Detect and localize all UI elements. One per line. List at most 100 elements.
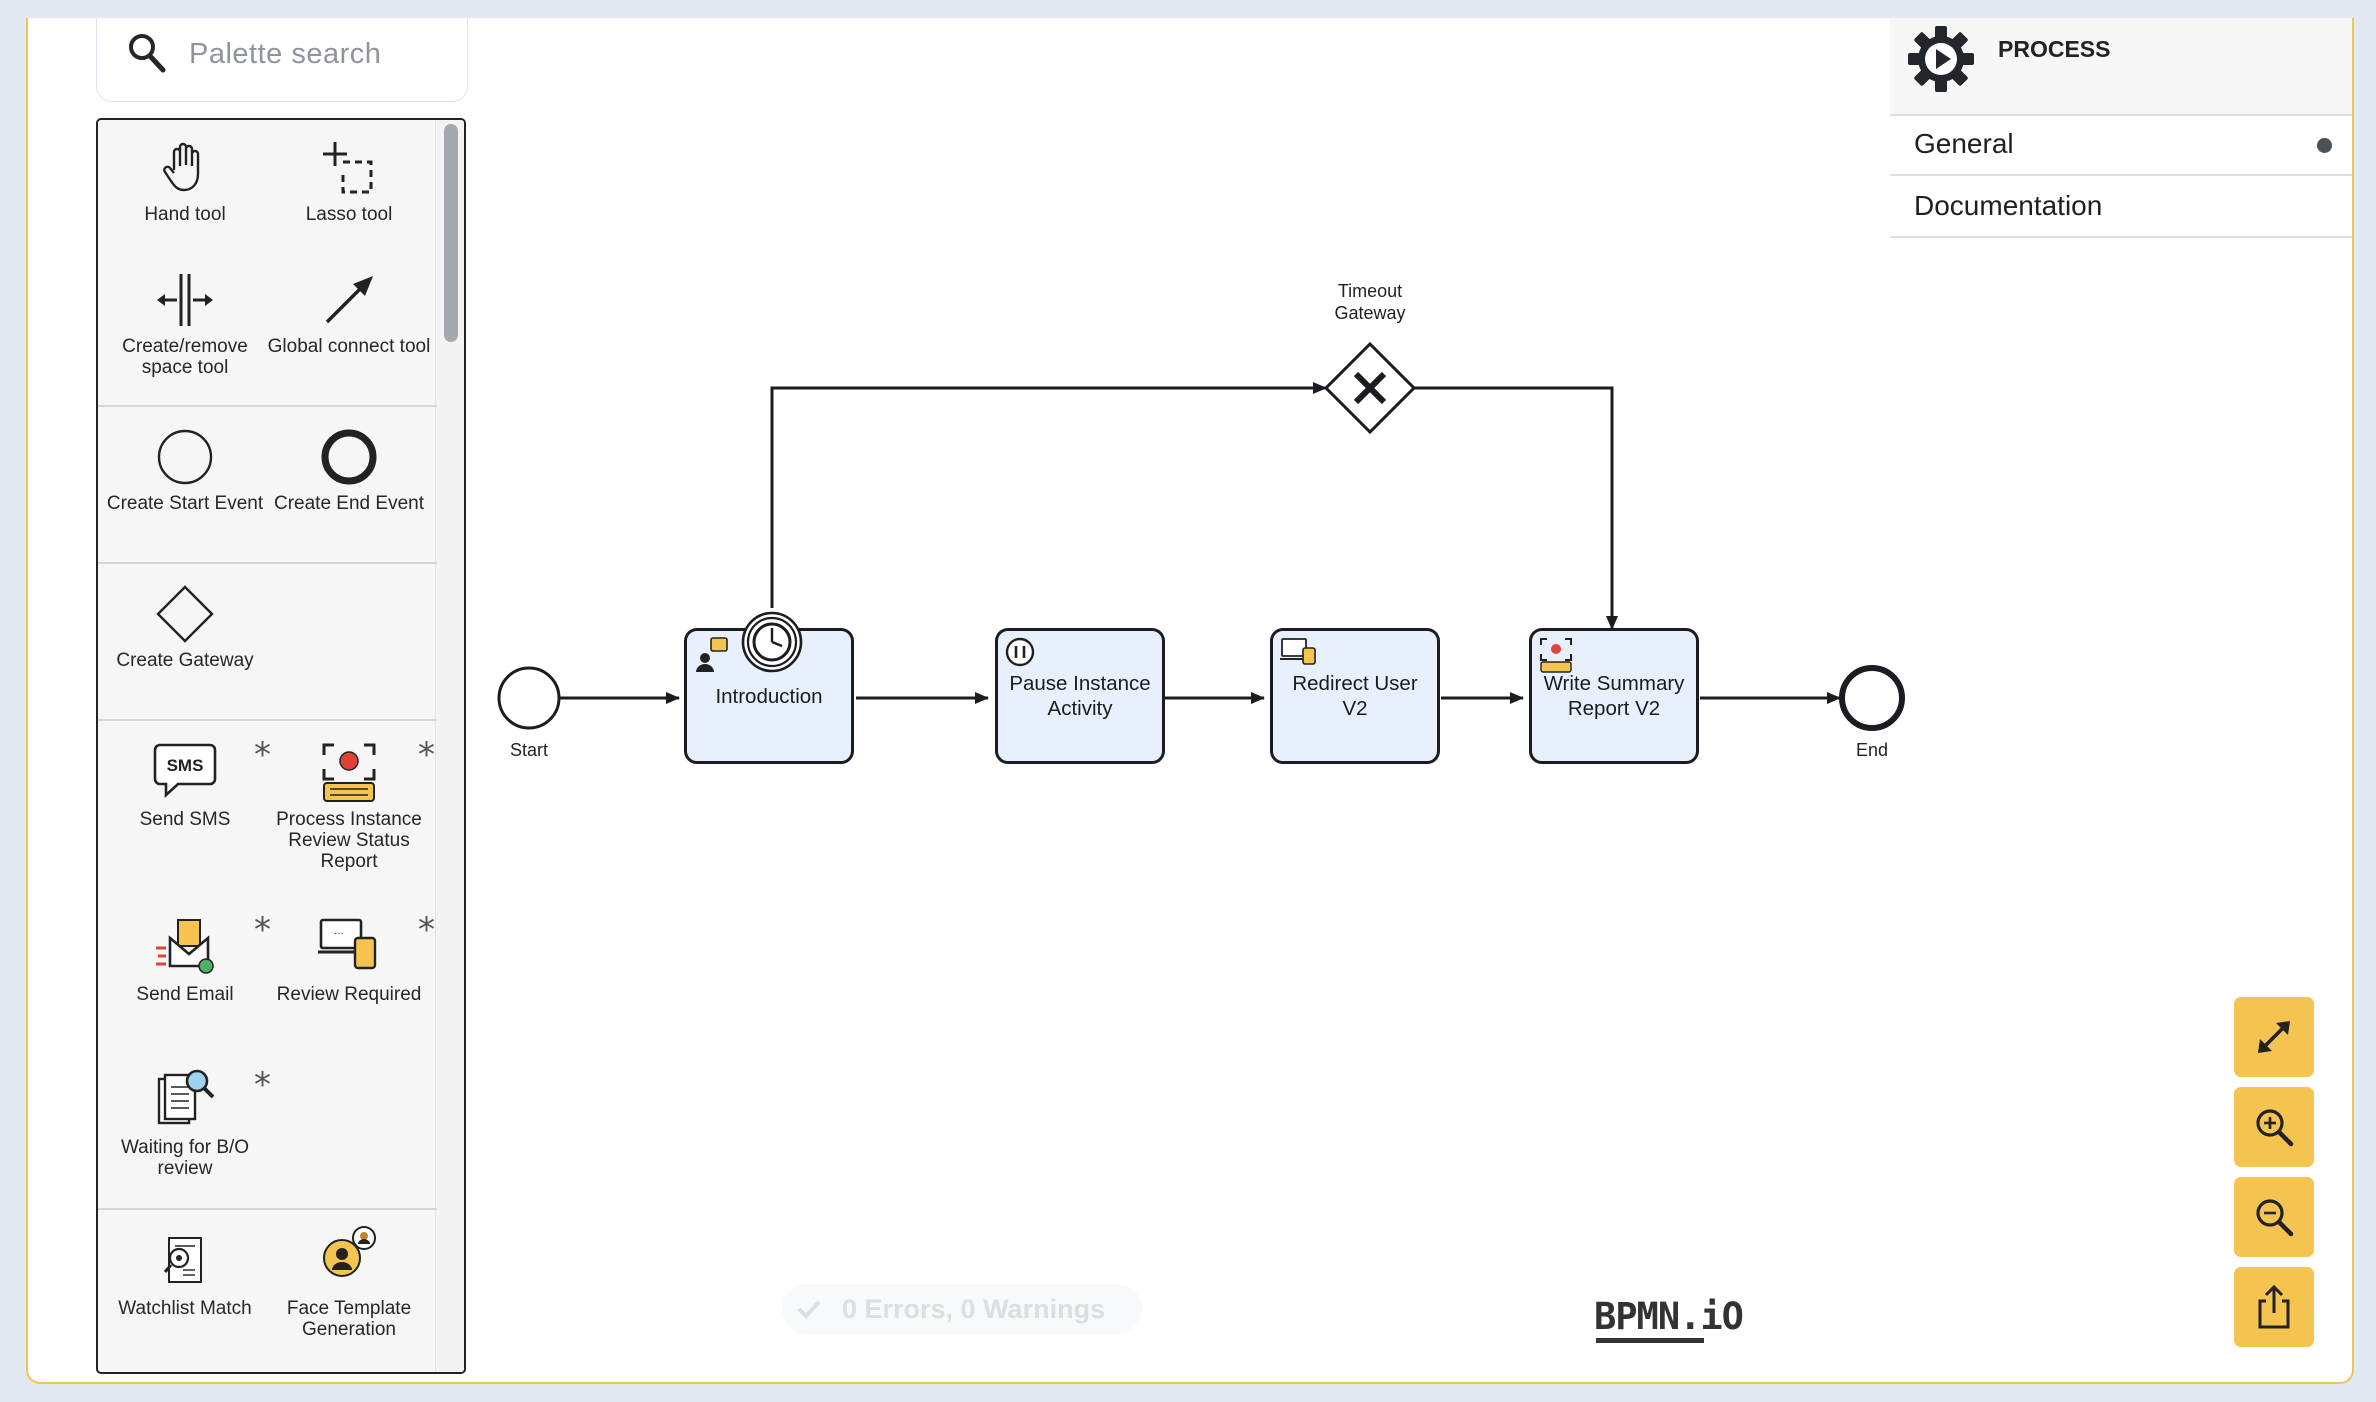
review-screen-icon <box>1280 638 1316 665</box>
sms-bubble-icon: SMS <box>153 743 217 798</box>
tool-label: Review Required <box>276 984 422 1005</box>
timeout-flow[interactable] <box>770 382 1327 608</box>
timer-boundary-event[interactable] <box>740 610 804 674</box>
face-template-icon <box>323 1226 376 1277</box>
lint-status-text: 0 Errors, 0 Warnings <box>842 1293 1106 1324</box>
custom-marker: * <box>254 910 271 950</box>
global-connect-tool[interactable]: Global connect tool <box>267 270 431 390</box>
tool-label: Process Instance Review Status Report <box>276 809 422 872</box>
waiting-review-task[interactable]: * Waiting for B/O review <box>103 1065 271 1191</box>
task-write-summary[interactable]: Write Summary Report V2 <box>1529 628 1699 764</box>
status-report-task[interactable]: * Process Instance Review Status Report <box>267 735 435 881</box>
tool-group-biometrics: Watchlist Match Face Template Generation <box>98 1210 437 1372</box>
review-screen-icon: ··· <box>318 918 377 970</box>
task-pause-instance[interactable]: Pause Instance Activity <box>995 628 1165 764</box>
face-scan-icon <box>1540 638 1572 673</box>
start-label: Start <box>509 740 548 760</box>
end-label: End <box>1855 740 1889 760</box>
export-button[interactable] <box>2234 1267 2314 1347</box>
fit-viewport-button[interactable] <box>2234 997 2314 1077</box>
gateway-icon <box>156 585 214 643</box>
hand-tool[interactable]: Hand tool <box>103 140 267 240</box>
create-end-event[interactable]: Create End Event <box>267 427 431 547</box>
bpmn-canvas[interactable]: Start End Timeout Gateway Introduction <box>468 18 1908 1382</box>
zoom-out-button[interactable] <box>2234 1177 2314 1257</box>
send-sms-task[interactable]: * SMS Send SMS <box>103 735 271 881</box>
custom-marker: * <box>254 1065 271 1105</box>
app-frame: Palette search Hand tool Lasso tool <box>26 18 2354 1384</box>
sms-badge: SMS <box>167 756 204 775</box>
watchlist-match-task[interactable]: Watchlist Match <box>103 1232 267 1352</box>
zoom-in-button[interactable] <box>2234 1087 2314 1167</box>
start-event-icon <box>157 429 213 485</box>
custom-marker: * <box>254 735 271 775</box>
tool-group-navigation: Hand tool Lasso tool <box>98 120 437 407</box>
task-redirect-user[interactable]: Redirect User V2 <box>1270 628 1440 764</box>
watchlist-icon <box>163 1237 202 1283</box>
diagram-connections <box>497 341 1905 731</box>
review-required-task[interactable]: * ··· Review Required <box>267 910 435 1036</box>
tool-label: Create End Event <box>274 493 424 514</box>
process-gear-icon <box>1908 26 1974 92</box>
end-event[interactable] <box>1839 665 1905 731</box>
send-email-icon <box>156 919 214 974</box>
search-icon <box>129 34 166 73</box>
create-start-event[interactable]: Create Start Event <box>103 427 267 547</box>
tool-label: Send Email <box>136 984 234 1005</box>
tool-label: Lasso tool <box>305 204 393 225</box>
task-label: Write Summary Report V2 <box>1543 672 1685 720</box>
lasso-icon <box>323 142 373 194</box>
tool-label: Global connect tool <box>267 336 431 357</box>
create-gateway[interactable]: Create Gateway <box>103 584 267 704</box>
section-documentation[interactable]: Documentation <box>1890 176 2352 238</box>
tool-label: Create/remove space tool <box>122 336 248 378</box>
check-icon <box>797 1300 821 1319</box>
send-email-task[interactable]: * Send Email <box>103 910 271 1036</box>
data-marker-dot <box>2317 138 2332 153</box>
properties-panel: PROCESS General Documentation <box>1890 18 2352 264</box>
section-label: General <box>1914 128 2014 159</box>
section-general[interactable]: General <box>1890 114 2352 176</box>
gateway-label: Timeout Gateway <box>1334 281 1406 323</box>
end-event-icon <box>321 429 377 485</box>
gateway-flow[interactable] <box>1412 386 1618 630</box>
tool-label: Face Template Generation <box>286 1298 412 1340</box>
tool-label: Hand tool <box>144 204 226 225</box>
task-label: Pause Instance Activity <box>1009 672 1151 720</box>
task-label: Redirect User V2 <box>1292 672 1418 720</box>
document-search-icon <box>157 1069 215 1125</box>
tool-group-events: Create Start Event Create End Event <box>98 407 437 564</box>
custom-marker: * <box>418 910 435 950</box>
space-tool-icon <box>157 274 213 326</box>
tool-label: Send SMS <box>139 809 231 830</box>
properties-header: PROCESS <box>1890 18 2352 116</box>
section-label: Documentation <box>1914 190 2103 221</box>
custom-marker: * <box>418 735 435 775</box>
lint-status[interactable]: 0 Errors, 0 Warnings <box>782 1284 1142 1334</box>
palette-scrollbar[interactable] <box>444 124 458 342</box>
tool-label: Create Gateway <box>116 650 254 671</box>
bpmn-io-logo[interactable]: BPMN.iO <box>1594 1295 1744 1338</box>
fit-viewport-icon <box>2258 1021 2290 1053</box>
svg-text:···: ··· <box>334 928 344 939</box>
zoom-out-icon <box>2256 1199 2294 1237</box>
face-template-task[interactable]: Face Template Generation <box>267 1226 431 1372</box>
task-label: Introduction <box>715 684 823 708</box>
properties-title: PROCESS <box>1998 36 2111 62</box>
tool-label: Create Start Event <box>106 493 264 514</box>
zoom-in-icon <box>2256 1109 2294 1147</box>
tool-label: Waiting for B/O review <box>120 1137 250 1179</box>
start-event[interactable] <box>497 666 561 730</box>
timeout-gateway[interactable] <box>1323 341 1417 435</box>
face-scan-icon <box>322 743 376 802</box>
user-comment-icon <box>696 637 728 672</box>
pause-icon <box>1005 637 1035 667</box>
tool-group-custom-tasks: * SMS Send SMS * Process Instance Review… <box>98 721 437 1210</box>
lasso-tool[interactable]: Lasso tool <box>267 140 431 240</box>
palette-search[interactable]: Palette search <box>96 18 468 102</box>
space-tool[interactable]: Create/remove space tool <box>103 270 267 390</box>
export-icon <box>2258 1284 2290 1329</box>
logo-underline <box>1596 1338 1704 1343</box>
tool-group-gateways: Create Gateway <box>98 564 437 721</box>
hand-icon <box>163 142 200 192</box>
